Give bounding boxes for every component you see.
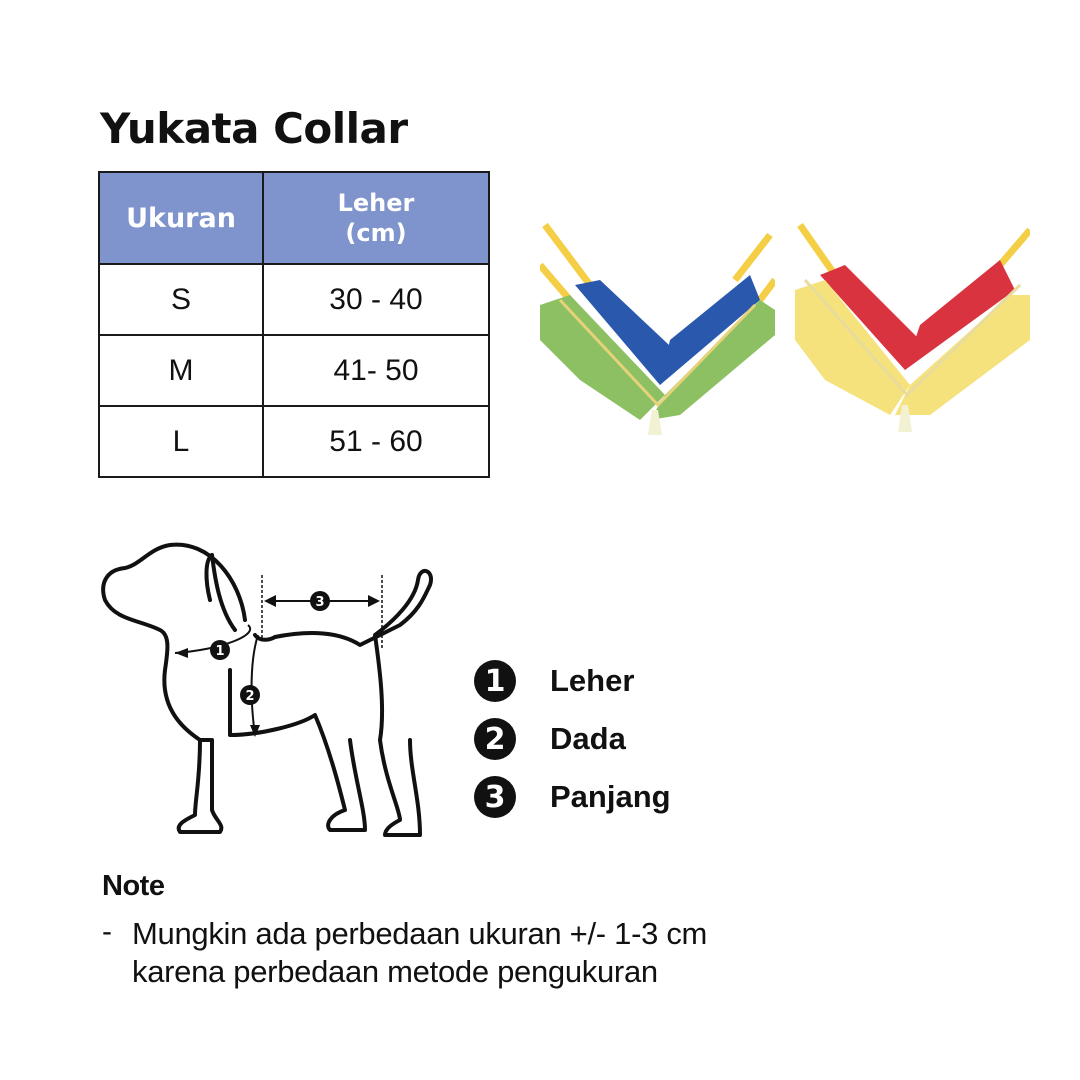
table-header-row: Ukuran Leher (cm)	[98, 171, 490, 265]
legend-item-neck: 1 Leher	[474, 652, 671, 710]
header-size: Ukuran	[98, 171, 264, 265]
measurement-legend: 1 Leher 2 Dada 3 Panjang	[474, 652, 671, 826]
svg-text:2: 2	[245, 689, 254, 704]
dog-measurement-diagram: 1 2 3	[101, 542, 433, 837]
green-collar-image	[540, 222, 775, 435]
svg-text:1: 1	[215, 644, 224, 659]
legend-label: Leher	[550, 663, 635, 698]
legend-item-chest: 2 Dada	[474, 710, 671, 768]
note-line-2: karena perbedaan metode pengukuran	[132, 954, 658, 989]
note-item: - Mungkin ada perbedaan ukuran +/- 1-3 c…	[102, 915, 707, 991]
note-text: Mungkin ada perbedaan ukuran +/- 1-3 cm …	[132, 915, 707, 991]
number-1-icon: 1	[474, 660, 516, 702]
size-table: Ukuran Leher (cm) S 30 - 40 M 41- 50 L 5…	[98, 171, 490, 478]
cell-size: M	[98, 334, 264, 407]
svg-text:3: 3	[315, 595, 324, 610]
cell-neck: 51 - 60	[262, 405, 490, 478]
number-3-icon: 3	[474, 776, 516, 818]
header-neck-label: Leher	[337, 189, 415, 217]
cell-neck: 30 - 40	[262, 263, 490, 336]
header-neck-unit: (cm)	[345, 219, 407, 247]
cell-size: L	[98, 405, 264, 478]
page-title: Yukata Collar	[100, 104, 408, 153]
yellow-collar-image	[795, 222, 1030, 432]
note-title: Note	[102, 870, 165, 902]
header-neck: Leher (cm)	[262, 171, 490, 265]
table-row: M 41- 50	[98, 334, 490, 407]
legend-label: Panjang	[550, 779, 671, 814]
note-line-1: Mungkin ada perbedaan ukuran +/- 1-3 cm	[132, 916, 708, 951]
cell-size: S	[98, 263, 264, 336]
number-2-icon: 2	[474, 718, 516, 760]
product-photos	[540, 220, 1030, 445]
legend-label: Dada	[550, 721, 626, 756]
table-row: S 30 - 40	[98, 263, 490, 336]
table-row: L 51 - 60	[98, 405, 490, 478]
cell-neck: 41- 50	[262, 334, 490, 407]
bullet-dash: -	[102, 915, 112, 948]
legend-item-length: 3 Panjang	[474, 768, 671, 826]
note-section: Note - Mungkin ada perbedaan ukuran +/- …	[102, 870, 707, 991]
